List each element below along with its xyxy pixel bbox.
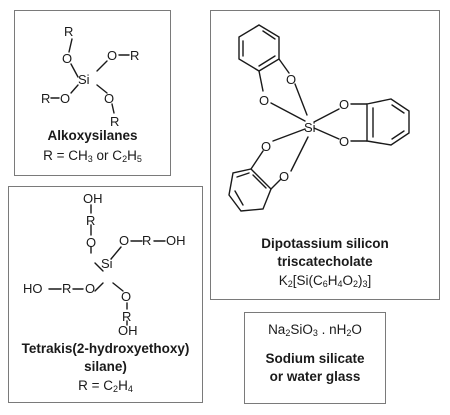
- catecholate-title-line2: triscatecholate: [277, 254, 373, 269]
- sodium-silicate-panel: Na2SiO3 . nH2O Sodium silicate or water …: [244, 312, 386, 404]
- tetrakis-formula: R = C2H4: [78, 378, 133, 394]
- alkoxy-atom-o-top: O: [62, 51, 72, 66]
- tetrakis-panel: OH R O Si O R OH O R HO O R OH Tetrakis(…: [8, 186, 203, 403]
- tetrakis-atom-oh-right: OH: [166, 233, 186, 248]
- catecholate-atom-o-bl1: O: [261, 139, 271, 154]
- tetrakis-atom-o-bottom: O: [121, 289, 131, 304]
- tetrakis-atom-oh-top: OH: [83, 191, 103, 206]
- catecholate-structure: O O Si O O O O: [228, 24, 410, 212]
- alkoxy-atom-r-bottom: R: [110, 114, 119, 129]
- catecholate-atom-o-r1: O: [339, 97, 349, 112]
- alkoxy-atom-o-left: O: [60, 91, 70, 106]
- catecholate-atom-o-bl2: O: [279, 169, 289, 184]
- alkoxysilane-structure: R O Si O R O R O R: [41, 24, 139, 129]
- tetrakis-structure: OH R O Si O R OH O R HO O R OH: [23, 191, 186, 338]
- tetrakis-atom-o-top: O: [86, 235, 96, 250]
- tetrakis-title-line2: silane): [84, 359, 127, 374]
- catecholate-atom-o-r2: O: [339, 134, 349, 149]
- tetrakis-atom-r-left: R: [62, 281, 71, 296]
- tetrakis-atom-ho-left: HO: [23, 281, 43, 296]
- alkoxy-atom-si: Si: [78, 72, 90, 87]
- catecholate-formula: K2[Si(C6H4O2)3]: [278, 273, 372, 289]
- alkoxy-atom-r-top: R: [64, 24, 73, 39]
- alkoxy-atom-r-left: R: [41, 91, 50, 106]
- alkoxy-atom-r-right: R: [130, 48, 139, 63]
- tetrakis-atom-r-right: R: [142, 233, 151, 248]
- catecholate-title-line1: Dipotassium silicon: [261, 236, 389, 251]
- sodium-silicate-formula: Na2SiO3 . nH2O: [268, 322, 362, 338]
- tetrakis-atom-r-top: R: [86, 213, 95, 228]
- catecholate-atom-o-tl1: O: [286, 72, 296, 87]
- alkoxy-atom-o-bottom: O: [104, 91, 114, 106]
- tetrakis-atom-si: Si: [101, 256, 113, 271]
- sodium-silicate-title-line2: or water glass: [269, 369, 361, 384]
- alkoxysilanes-formula: R = CH3 or C2H5: [43, 148, 142, 164]
- alkoxysilanes-title: Alkoxysilanes: [47, 128, 138, 143]
- tetrakis-atom-o-right: O: [119, 233, 129, 248]
- catecholate-atom-o-tl2: O: [259, 93, 269, 108]
- catecholate-atom-si: Si: [304, 120, 316, 135]
- tetrakis-atom-o-left: O: [85, 281, 95, 296]
- tetrakis-atom-oh-bottom: OH: [118, 323, 138, 338]
- tetrakis-title-line1: Tetrakis(2-hydroxyethoxy): [21, 341, 190, 356]
- catecholate-panel: O O Si O O O O Dipotassium silicon trisc…: [210, 10, 440, 300]
- tetrakis-atom-r-bottom: R: [122, 309, 131, 324]
- sodium-silicate-title-line1: Sodium silicate: [265, 351, 365, 366]
- alkoxy-atom-o-right: O: [107, 48, 117, 63]
- alkoxysilanes-panel: R O Si O R O R O R Alkoxysilanes R = CH3…: [14, 10, 171, 176]
